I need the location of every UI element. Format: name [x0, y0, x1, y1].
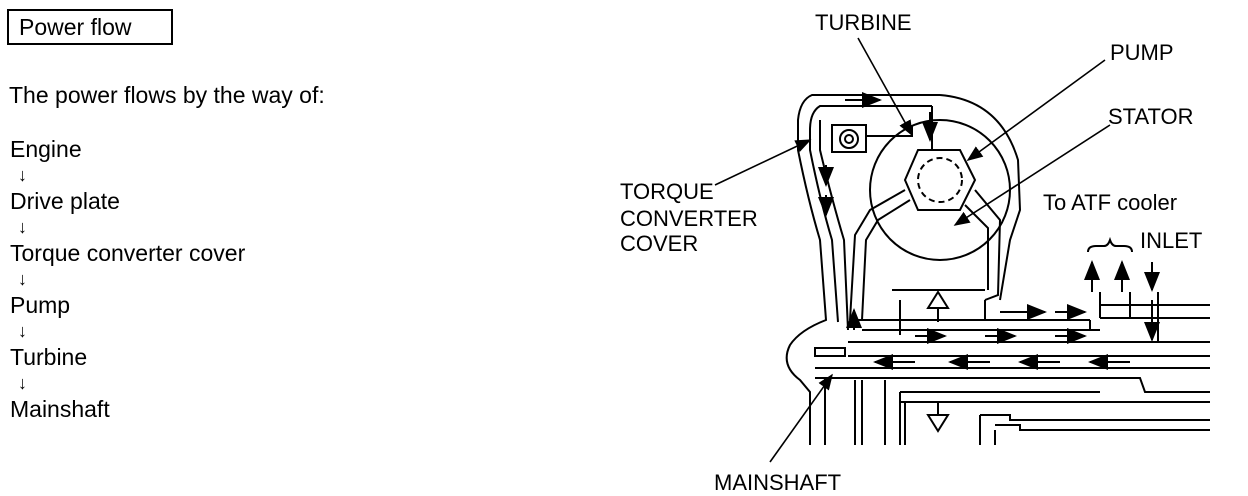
- flow-step-torque-converter-cover: Torque converter cover: [10, 240, 246, 266]
- flow-arrow: ↓: [18, 217, 27, 237]
- label-cover-line2: CONVERTER: [620, 206, 758, 231]
- flow-step-pump: Pump: [10, 292, 71, 318]
- flow-step-mainshaft: Mainshaft: [10, 396, 110, 422]
- intro-text: The power flows by the way of:: [9, 82, 325, 108]
- flow-step-engine: Engine: [10, 136, 82, 162]
- cooler-bracket: [1087, 236, 1133, 253]
- torque-converter-diagram: TURBINE PUMP STATOR TORQUE CONVERTER COV…: [620, 10, 1210, 495]
- oil-flow-arrows: [818, 92, 1160, 433]
- leader-lines: [714, 37, 1111, 463]
- power-flow-sequence: Engine ↓ Drive plate ↓ Torque converter …: [10, 135, 245, 423]
- label-stator: STATOR: [1108, 104, 1194, 129]
- label-cover-line3: COVER: [620, 231, 698, 256]
- flow-arrow: ↓: [18, 269, 27, 289]
- label-inlet: INLET: [1140, 228, 1202, 253]
- flow-step-turbine: Turbine: [10, 344, 88, 370]
- label-atf-cooler: To ATF cooler: [1043, 190, 1177, 215]
- label-pump: PUMP: [1110, 40, 1174, 65]
- label-mainshaft: MAINSHAFT: [714, 470, 841, 495]
- flow-step-drive-plate: Drive plate: [10, 188, 120, 214]
- power-flow-heading: Power flow: [7, 9, 173, 45]
- flow-arrow: ↓: [18, 165, 27, 185]
- label-turbine: TURBINE: [815, 10, 912, 35]
- label-cover-line1: TORQUE: [620, 179, 714, 204]
- flow-arrow: ↓: [18, 373, 27, 393]
- housing-outline: [785, 94, 1210, 445]
- flow-arrow: ↓: [18, 321, 27, 341]
